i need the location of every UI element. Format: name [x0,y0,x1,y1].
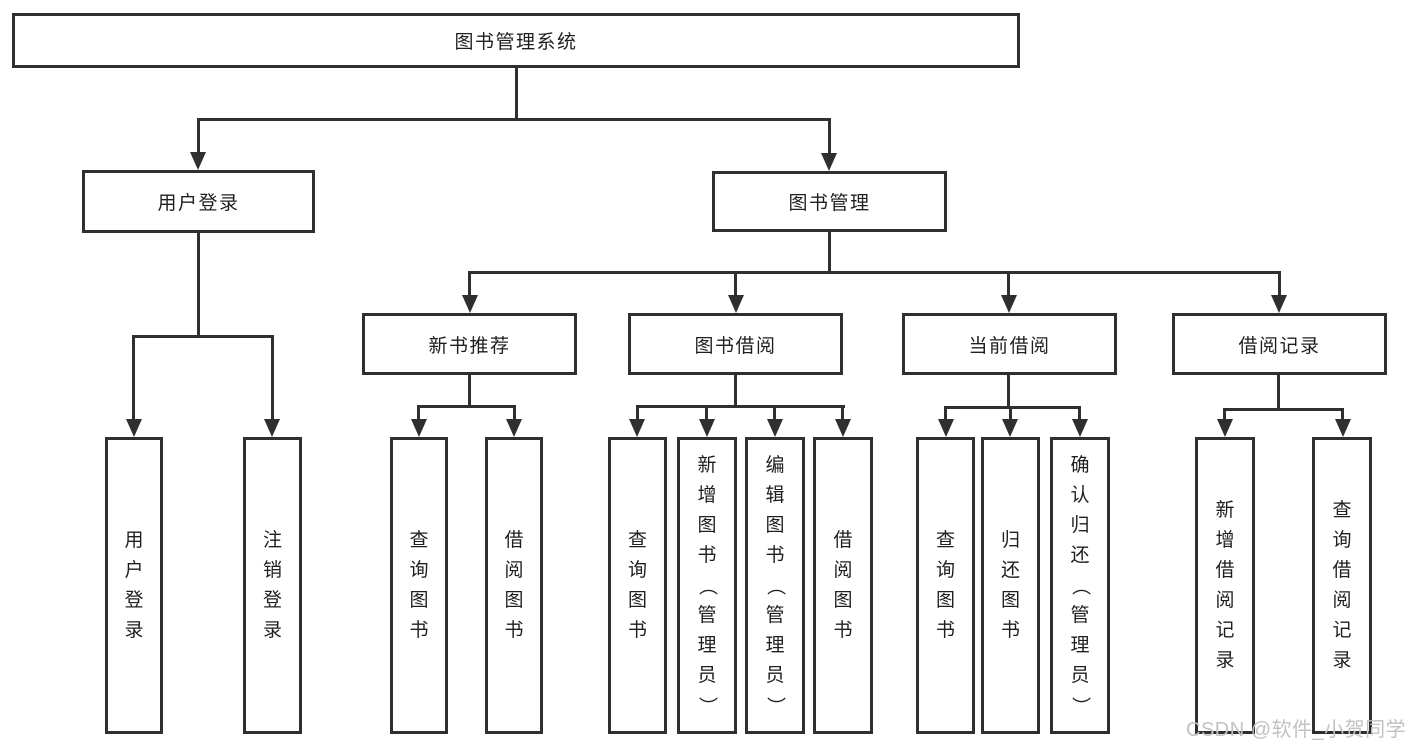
connector-hline [468,271,1281,274]
connector-vline [734,271,737,297]
arrowhead-down-icon [1217,419,1233,437]
node-label: 新增图书（管理员） [696,454,718,716]
connector-vline [1007,271,1010,297]
node-label: 新增借阅记录 [1215,499,1235,671]
connector-vline [636,405,639,423]
node-label: 借阅图书 [833,529,853,641]
node-confirm-return-admin: 确认归还（管理员） [1050,437,1110,734]
connector-hline [1223,408,1344,411]
connector-vline [828,118,831,156]
connector-vline [1278,271,1281,297]
node-new-book-recommend: 新书推荐 [362,313,577,375]
connector-vline [271,335,274,423]
arrowhead-down-icon [728,295,744,313]
node-label: 查询借阅记录 [1332,499,1352,671]
arrowhead-down-icon [767,419,783,437]
node-label: 确认归还（管理员） [1069,454,1091,716]
node-label: 当前借阅 [968,335,1051,357]
connector-hline [197,118,831,121]
connector-vline [734,375,737,408]
node-label: 查询图书 [409,529,429,641]
connector-vline [468,375,471,408]
arrowhead-down-icon [411,419,427,437]
node-label: 借阅图书 [504,529,524,641]
node-return-books: 归还图书 [981,437,1040,734]
arrowhead-down-icon [1072,419,1088,437]
connector-vline [197,118,200,156]
connector-vline [1007,375,1010,408]
node-add-books-admin: 新增图书（管理员） [677,437,737,734]
node-label: 图书借阅 [694,335,777,357]
node-label: 归还图书 [1000,529,1020,641]
connector-vline [1009,406,1012,423]
node-add-borrow-record: 新增借阅记录 [1195,437,1255,734]
arrowhead-down-icon [1001,295,1017,313]
arrowhead-down-icon [190,152,206,170]
connector-hline [132,335,274,338]
node-query-books-borrow: 查询图书 [608,437,667,734]
node-query-borrow-record: 查询借阅记录 [1312,437,1372,734]
node-book-management: 图书管理 [712,171,947,232]
arrowhead-down-icon [1335,419,1351,437]
connector-vline [513,405,516,423]
node-label: 编辑图书（管理员） [764,454,786,716]
arrowhead-down-icon [462,295,478,313]
node-query-books-recommend: 查询图书 [390,437,448,734]
node-label: 图书管理 [788,193,871,214]
connector-vline [1277,375,1280,411]
connector-vline [468,271,471,297]
node-library-system: 图书管理系统 [12,13,1020,68]
connector-hline [636,405,845,408]
arrowhead-down-icon [126,419,142,437]
node-label: 注销登录 [262,529,282,641]
connector-vline [417,405,420,423]
connector-vline [705,405,708,423]
arrowhead-down-icon [821,153,837,171]
node-logout: 注销登录 [243,437,302,734]
node-label: 查询图书 [627,529,647,641]
connector-vline [773,405,776,423]
arrowhead-down-icon [264,419,280,437]
node-label: 新书推荐 [428,335,511,357]
arrowhead-down-icon [629,419,645,437]
node-query-books-current: 查询图书 [916,437,975,734]
node-user-login-leaf: 用户登录 [105,437,163,734]
connector-vline [132,335,135,423]
node-label: 借阅记录 [1238,335,1321,357]
node-user-login: 用户登录 [82,170,315,233]
node-label: 用户登录 [157,193,240,214]
arrowhead-down-icon [699,419,715,437]
connector-vline [1223,408,1226,423]
arrowhead-down-icon [938,419,954,437]
node-edit-books-admin: 编辑图书（管理员） [745,437,805,734]
node-label: 查询图书 [935,529,955,641]
node-borrow-books: 借阅图书 [813,437,873,734]
csdn-watermark: CSDN @软件_小贺同学 [1186,719,1405,741]
node-book-borrowing: 图书借阅 [628,313,843,375]
connector-vline [841,405,844,423]
connector-vline [1078,406,1081,423]
arrowhead-down-icon [1002,419,1018,437]
arrowhead-down-icon [1271,295,1287,313]
node-borrow-books-recommend: 借阅图书 [485,437,543,734]
connector-vline [515,68,518,121]
arrowhead-down-icon [835,419,851,437]
node-label: 图书管理系统 [454,32,578,53]
connector-vline [197,233,200,338]
arrowhead-down-icon [506,419,522,437]
node-borrow-records: 借阅记录 [1172,313,1387,375]
node-label: 用户登录 [124,529,144,641]
node-current-borrowing: 当前借阅 [902,313,1117,375]
connector-vline [1341,408,1344,423]
connector-vline [944,406,947,423]
connector-vline [828,232,831,274]
connector-hline [944,406,1081,409]
connector-hline [417,405,516,408]
